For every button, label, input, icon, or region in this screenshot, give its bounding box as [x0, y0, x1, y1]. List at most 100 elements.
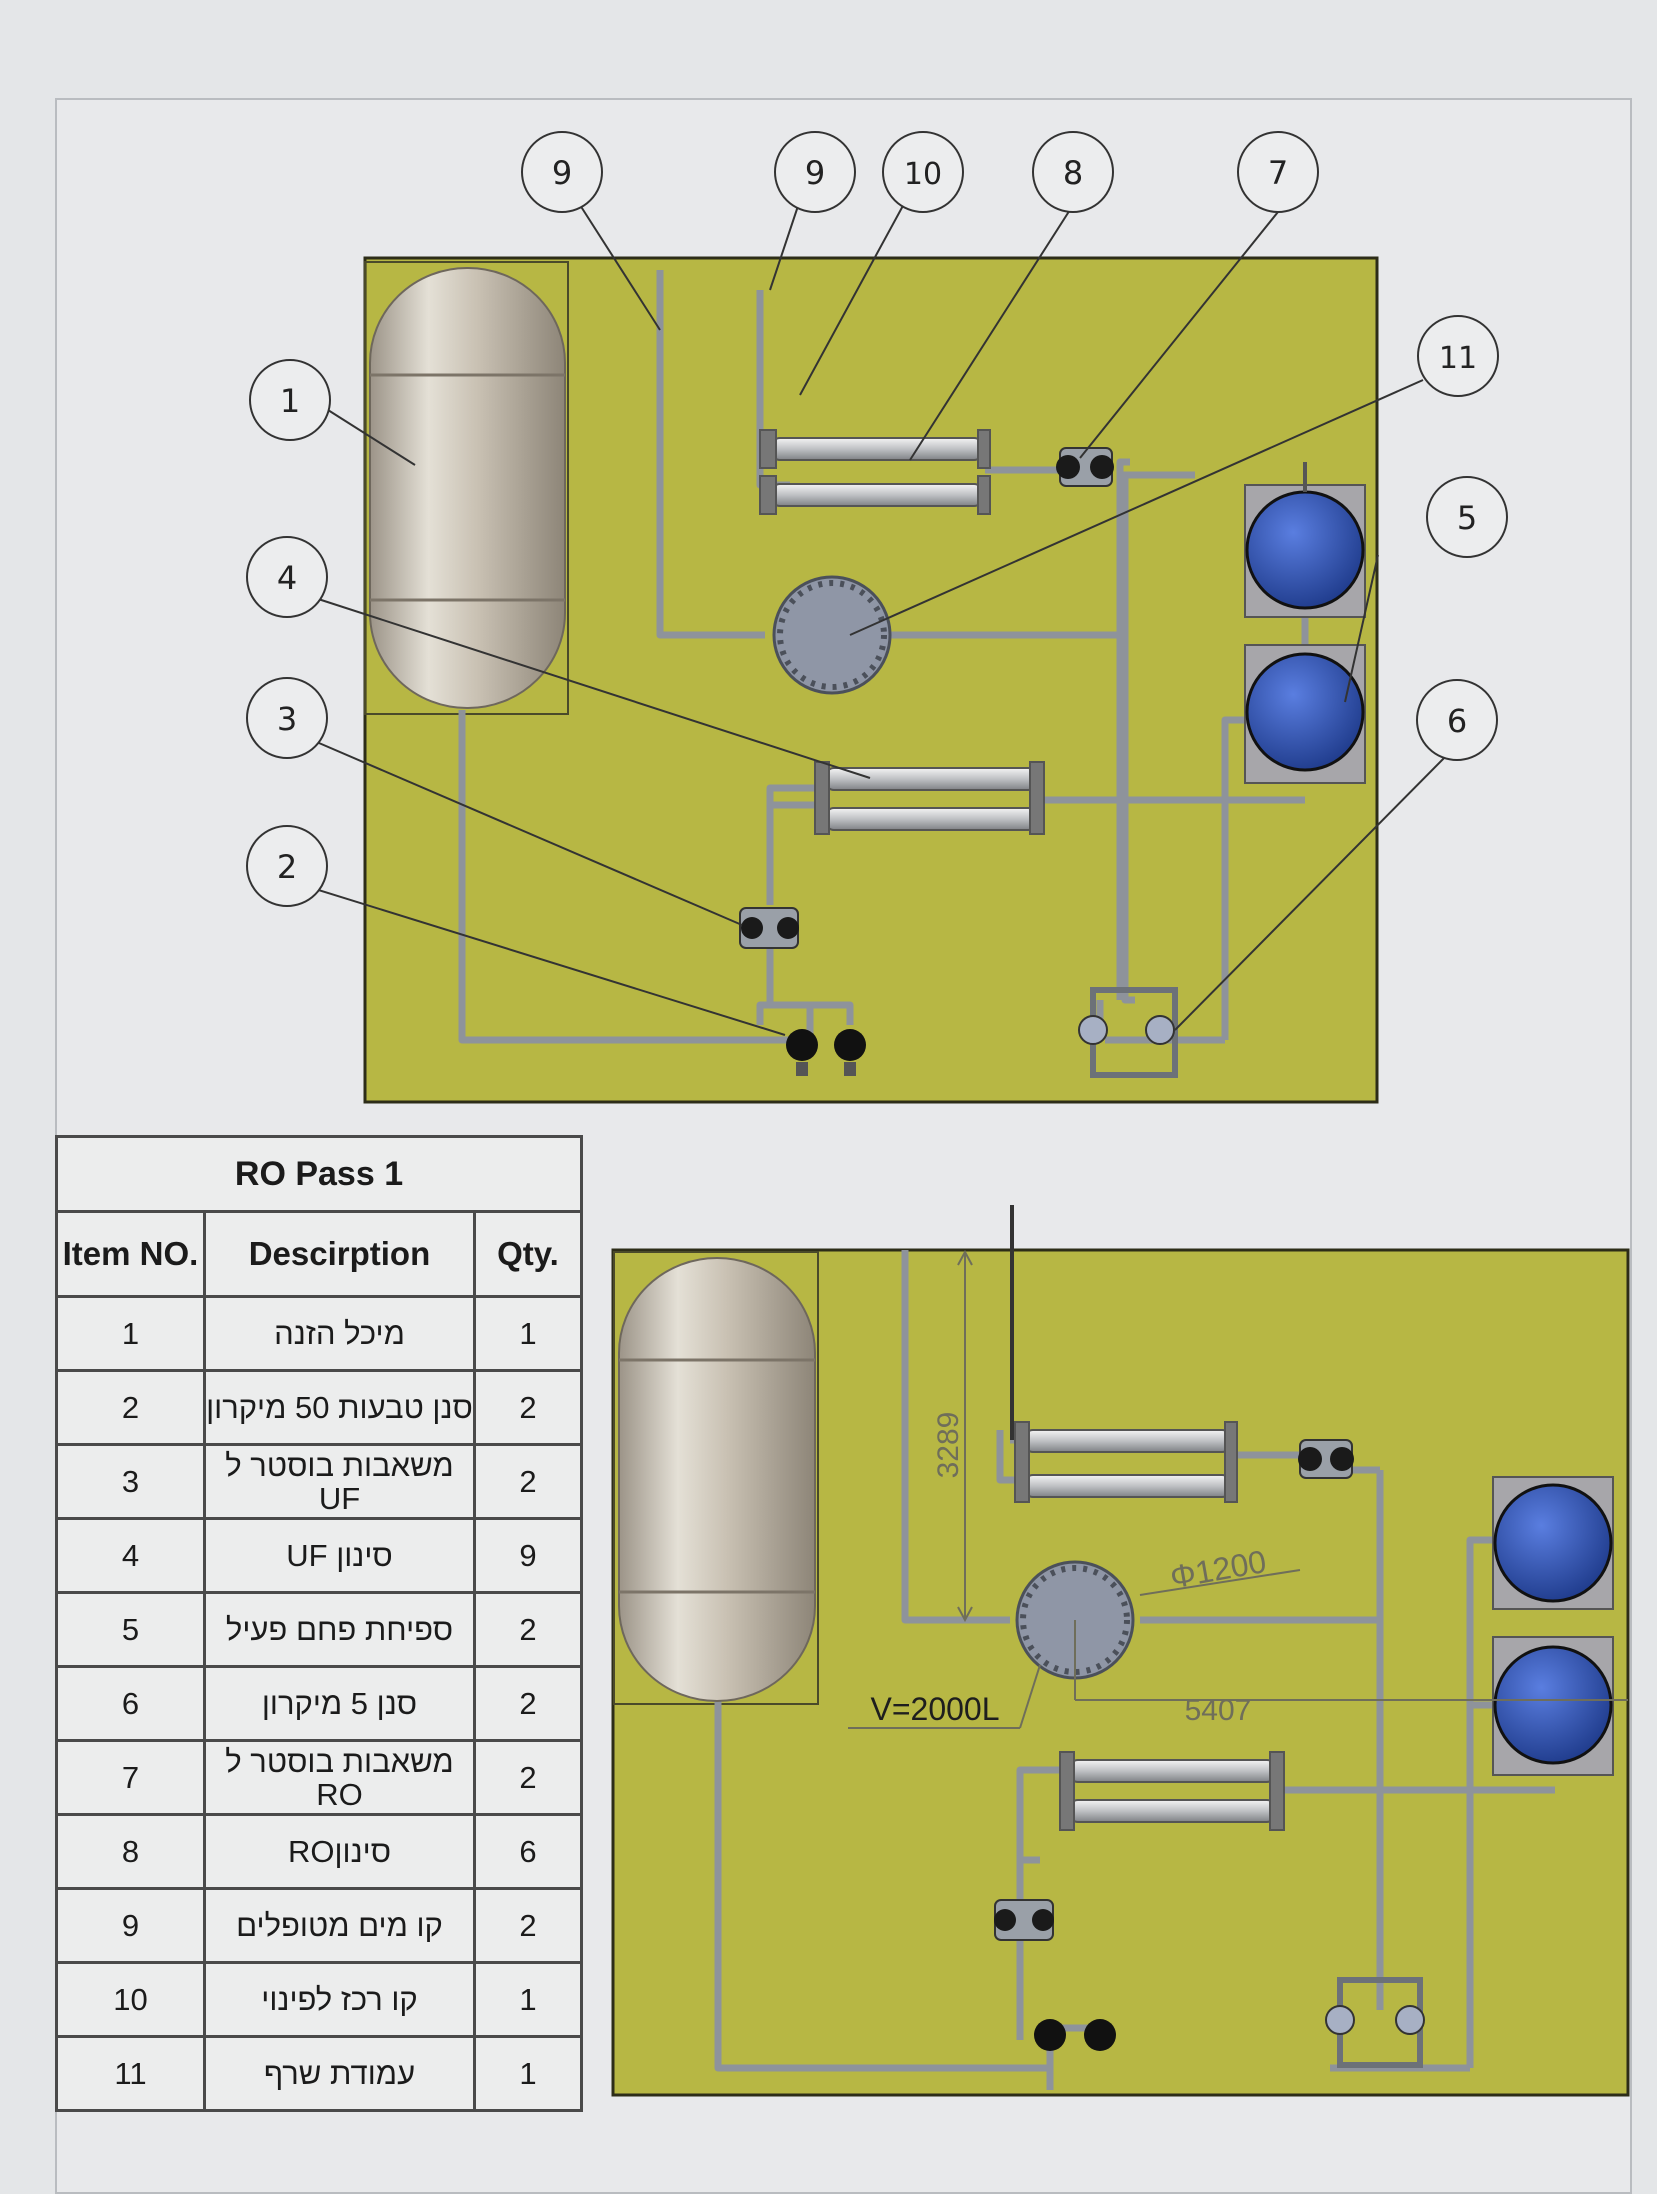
svg-text:9: 9	[552, 154, 572, 192]
svg-text:1: 1	[280, 382, 300, 420]
item-qty: 1	[473, 1961, 583, 2038]
col-header-item: Item NO.	[55, 1210, 206, 1298]
dimension-lines	[848, 1249, 1628, 1729]
ro-booster-pumps-top	[1056, 447, 1114, 487]
item-qty: 6	[473, 1813, 583, 1890]
svg-text:2: 2	[277, 848, 297, 886]
item-description: סינוןRO	[203, 1813, 476, 1890]
item-no: 8	[55, 1813, 206, 1890]
micron-filters-top	[1078, 987, 1178, 1078]
balloon-4: 4	[246, 536, 328, 618]
item-description: משאבות בוסטר ל UF	[203, 1443, 476, 1520]
micron-filters-bottom	[1325, 1977, 1425, 2068]
item-description: מיכל הזנה	[203, 1295, 476, 1372]
uf-membranes-top	[814, 761, 1045, 835]
item-description: קו רכז לפינוי	[203, 1961, 476, 2038]
svg-text:5: 5	[1457, 499, 1477, 537]
ro-membranes-top	[759, 429, 991, 515]
ring-filters-top	[786, 1029, 866, 1076]
carbon-vessels-top	[1244, 462, 1366, 784]
item-no: 5	[55, 1591, 206, 1668]
bottom-piping	[714, 1250, 1555, 2090]
balloon-9a: 9	[521, 131, 603, 213]
carbon-vessels-bottom	[1492, 1476, 1614, 1776]
col-header-qty: Qty.	[473, 1210, 583, 1298]
item-qty: 2	[473, 1591, 583, 1668]
balloon-8: 8	[1032, 131, 1114, 213]
feed-tank-top	[369, 267, 566, 709]
uf-booster-pumps-bottom	[994, 1899, 1054, 1941]
bom-title: RO Pass 1	[55, 1135, 583, 1213]
balloon-3: 3	[246, 677, 328, 759]
item-description: סנן 5 מיקרון	[203, 1665, 476, 1742]
item-no: 11	[55, 2035, 206, 2112]
balloon-11: 11	[1417, 315, 1499, 397]
uf-booster-pumps-top	[739, 907, 799, 949]
item-no: 7	[55, 1739, 206, 1816]
dim-length-label: 5407	[1185, 1694, 1252, 1727]
balloon-9b: 9	[774, 131, 856, 213]
dim-height-label: 3289	[932, 1412, 965, 1479]
col-header-description: Descirption	[203, 1210, 476, 1298]
item-qty: 2	[473, 1739, 583, 1816]
balloon-10: 10	[882, 131, 964, 213]
feed-tank-bottom	[618, 1257, 816, 1702]
item-qty: 1	[473, 2035, 583, 2112]
svg-text:6: 6	[1447, 702, 1467, 740]
ring-filters-bottom	[1034, 2019, 1116, 2051]
item-qty: 2	[473, 1887, 583, 1964]
dim-volume-label: V=2000L	[870, 1691, 999, 1727]
item-description: סנן טבעות 50 מיקרון	[203, 1369, 476, 1446]
uf-membranes-bottom	[1059, 1751, 1285, 1831]
svg-text:4: 4	[277, 559, 297, 597]
balloon-6: 6	[1416, 679, 1498, 761]
item-no: 1	[55, 1295, 206, 1372]
svg-text:11: 11	[1439, 341, 1477, 376]
ro-booster-pumps-bottom	[1298, 1439, 1354, 1479]
item-no: 2	[55, 1369, 206, 1446]
item-description: סינון UF	[203, 1517, 476, 1594]
item-no: 9	[55, 1887, 206, 1964]
top-view	[363, 256, 1379, 1104]
leader-lines	[311, 199, 1453, 1036]
svg-text:3: 3	[277, 700, 297, 738]
svg-text:7: 7	[1268, 154, 1288, 192]
item-qty: 2	[473, 1665, 583, 1742]
item-description: משאבות בוסטר ל RO	[203, 1739, 476, 1816]
item-qty: 2	[473, 1369, 583, 1446]
balloon-group: 1 2 3 4 5 6 7 8 9 9 10 11	[246, 131, 1508, 907]
item-description: קו מים מטופלים	[203, 1887, 476, 1964]
svg-text:9: 9	[805, 154, 825, 192]
item-description: עמודת שרף	[203, 2035, 476, 2112]
balloon-5: 5	[1426, 476, 1508, 558]
item-no: 4	[55, 1517, 206, 1594]
svg-text:8: 8	[1063, 154, 1083, 192]
item-no: 3	[55, 1443, 206, 1520]
item-description: ספיחת פחם פעיל	[203, 1591, 476, 1668]
ro-membranes-bottom	[1014, 1421, 1238, 1503]
item-qty: 2	[473, 1443, 583, 1520]
top-tank-frame	[364, 261, 569, 715]
bottom-view	[611, 1205, 1630, 2097]
balloon-2: 2	[246, 825, 328, 907]
item-qty: 1	[473, 1295, 583, 1372]
resin-column-top	[772, 575, 892, 695]
item-qty: 9	[473, 1517, 583, 1594]
item-no: 6	[55, 1665, 206, 1742]
svg-text:10: 10	[904, 157, 942, 192]
item-no: 10	[55, 1961, 206, 2038]
